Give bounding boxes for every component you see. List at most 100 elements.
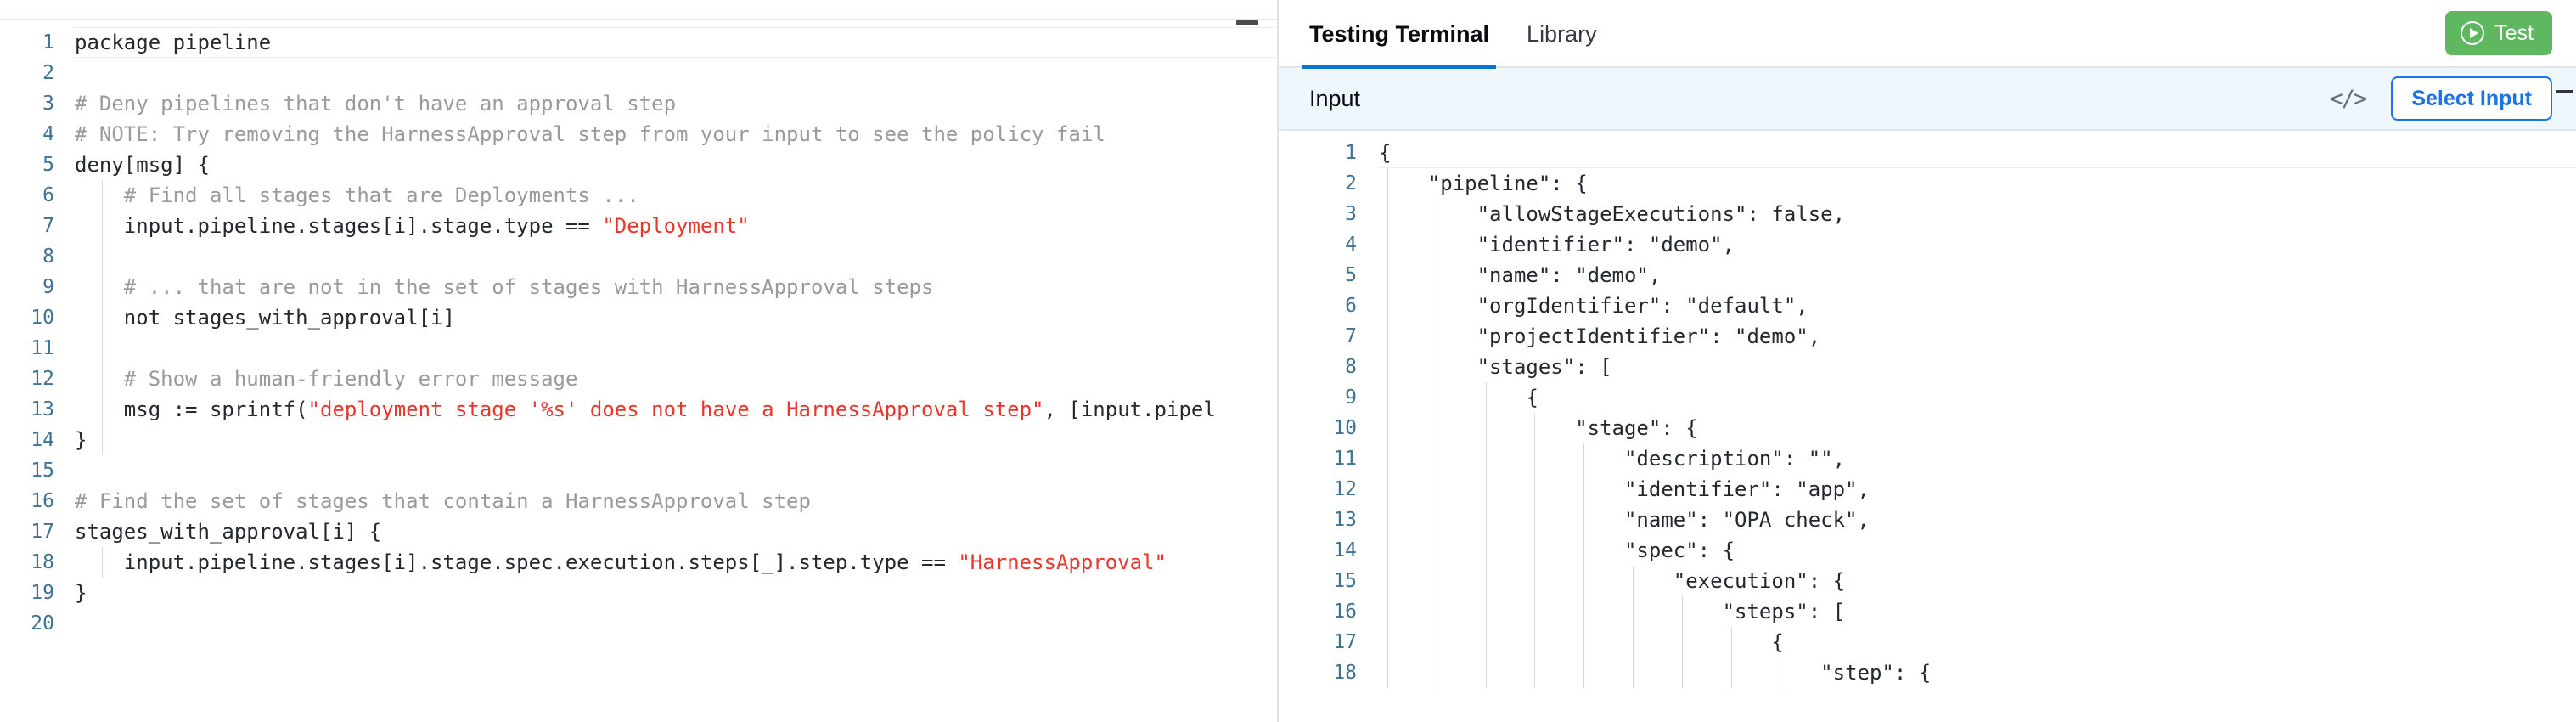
code-line[interactable]: 19}	[0, 578, 1277, 608]
json-line[interactable]: 11 "description": "",	[1279, 443, 2576, 474]
json-text: "spec": {	[1379, 535, 2576, 566]
line-number: 16	[0, 486, 73, 516]
line-number: 1	[0, 27, 73, 58]
indent-guide	[1682, 596, 1683, 688]
code-line[interactable]: 2	[0, 58, 1277, 88]
code-line[interactable]: 5deny[msg] {	[0, 149, 1277, 180]
code-line[interactable]: 18 input.pipeline.stages[i].stage.spec.e…	[0, 547, 1277, 578]
code-token: "Deployment"	[602, 214, 749, 238]
line-number: 19	[0, 578, 73, 608]
code-token: deny[msg] {	[75, 153, 210, 177]
code-text: }	[73, 425, 1277, 455]
code-view-icon[interactable]: </>	[2330, 86, 2366, 112]
code-token: , [input.pipel	[1044, 398, 1216, 421]
code-text: # Deny pipelines that don't have an appr…	[73, 88, 1277, 119]
line-number: 6	[1279, 290, 1379, 321]
code-line[interactable]: 16# Find the set of stages that contain …	[0, 486, 1277, 516]
indent-guide	[1486, 382, 1487, 688]
policy-editor-pane: 1package pipeline23# Deny pipelines that…	[0, 0, 1277, 722]
json-line[interactable]: 16 "steps": [	[1279, 596, 2576, 627]
code-line[interactable]: 14}	[0, 425, 1277, 455]
line-number: 2	[1279, 168, 1379, 199]
editor-top-strip	[0, 0, 1277, 19]
line-number: 6	[0, 180, 73, 211]
json-line[interactable]: 10 "stage": {	[1279, 413, 2576, 443]
code-text: deny[msg] {	[73, 149, 1277, 180]
code-line[interactable]: 9 # ... that are not in the set of stage…	[0, 272, 1277, 302]
line-number: 1	[1279, 138, 1379, 168]
line-number: 3	[0, 88, 73, 119]
line-number: 13	[1279, 505, 1379, 535]
terminal-tabs: Testing Terminal Library Test	[1279, 0, 2576, 68]
json-line[interactable]: 12 "identifier": "app",	[1279, 474, 2576, 505]
code-line[interactable]: 6 # Find all stages that are Deployments…	[0, 180, 1277, 211]
code-line[interactable]: 11	[0, 333, 1277, 364]
code-line[interactable]: 7 input.pipeline.stages[i].stage.type ==…	[0, 211, 1277, 241]
scroll-handle[interactable]	[2556, 90, 2573, 93]
code-token: # Show a human-friendly error message	[75, 367, 577, 391]
policy-code-area[interactable]: 1package pipeline23# Deny pipelines that…	[0, 20, 1277, 639]
code-text: # Find the set of stages that contain a …	[73, 486, 1277, 516]
json-text: {	[1379, 382, 2576, 413]
json-line[interactable]: 4 "identifier": "demo",	[1279, 229, 2576, 260]
code-line[interactable]: 10 not stages_with_approval[i]	[0, 302, 1277, 333]
json-text: "identifier": "app",	[1379, 474, 2576, 505]
code-token: msg := sprintf(	[75, 398, 308, 421]
select-input-button[interactable]: Select Input	[2391, 76, 2552, 121]
json-text: "description": "",	[1379, 443, 2576, 474]
line-number: 11	[0, 333, 73, 364]
json-text: "name": "OPA check",	[1379, 505, 2576, 535]
code-token: # Deny pipelines that don't have an appr…	[75, 92, 676, 116]
code-line[interactable]: 3# Deny pipelines that don't have an app…	[0, 88, 1277, 119]
code-text: # Show a human-friendly error message	[73, 364, 1277, 394]
indent-guide	[1731, 627, 1732, 688]
json-line[interactable]: 9 {	[1279, 382, 2576, 413]
json-line[interactable]: 18 "step": {	[1279, 657, 2576, 688]
code-line[interactable]: 17stages_with_approval[i] {	[0, 516, 1277, 547]
code-line[interactable]: 20	[0, 608, 1277, 639]
testing-terminal-pane: Testing Terminal Library Test Input </> …	[1279, 0, 2576, 722]
json-line[interactable]: 5 "name": "demo",	[1279, 260, 2576, 290]
json-line[interactable]: 13 "name": "OPA check",	[1279, 505, 2576, 535]
code-token: input.pipeline.stages[i].stage.spec.exec…	[75, 550, 958, 574]
json-text: "identifier": "demo",	[1379, 229, 2576, 260]
line-number: 3	[1279, 199, 1379, 229]
json-line[interactable]: 2 "pipeline": {	[1279, 168, 2576, 199]
indent-guide	[1534, 413, 1535, 688]
code-line[interactable]: 12 # Show a human-friendly error message	[0, 364, 1277, 394]
input-json-editor[interactable]: 1 {2 "pipeline": {3 "allowStageExecutions…	[1279, 131, 2576, 722]
test-button[interactable]: Test	[2445, 11, 2552, 55]
json-text: {	[1379, 627, 2576, 657]
json-line[interactable]: 3 "allowStageExecutions": false,	[1279, 199, 2576, 229]
line-number: 15	[0, 455, 73, 486]
tab-testing-terminal[interactable]: Testing Terminal	[1291, 0, 1508, 67]
input-toolbar: Input </> Select Input	[1279, 68, 2576, 131]
json-line[interactable]: 6 "orgIdentifier": "default",	[1279, 290, 2576, 321]
json-line[interactable]: 17 {	[1279, 627, 2576, 657]
line-number: 8	[0, 241, 73, 272]
code-text: # Find all stages that are Deployments .…	[73, 180, 1277, 211]
line-number: 9	[1279, 382, 1379, 413]
json-line[interactable]: 8 "stages": [	[1279, 352, 2576, 382]
code-line[interactable]: 4# NOTE: Try removing the HarnessApprova…	[0, 119, 1277, 149]
json-line[interactable]: 15 "execution": {	[1279, 566, 2576, 596]
code-text: not stages_with_approval[i]	[73, 302, 1277, 333]
code-token: "HarnessApproval"	[958, 550, 1167, 574]
code-line[interactable]: 15	[0, 455, 1277, 486]
tab-library[interactable]: Library	[1508, 0, 1616, 67]
indent-guide	[1387, 168, 1388, 688]
code-text: msg := sprintf("deployment stage '%s' do…	[73, 394, 1277, 425]
code-line[interactable]: 13 msg := sprintf("deployment stage '%s'…	[0, 394, 1277, 425]
play-circle-icon	[2461, 21, 2484, 45]
code-line[interactable]: 1package pipeline	[0, 27, 1277, 58]
line-number: 7	[0, 211, 73, 241]
code-token: # NOTE: Try removing the HarnessApproval…	[75, 122, 1105, 146]
code-token: not stages_with_approval[i]	[75, 306, 455, 330]
line-number: 13	[0, 394, 73, 425]
line-number: 14	[1279, 535, 1379, 566]
json-line[interactable]: 14 "spec": {	[1279, 535, 2576, 566]
line-number: 5	[0, 149, 73, 180]
code-line[interactable]: 8	[0, 241, 1277, 272]
json-line[interactable]: 7 "projectIdentifier": "demo",	[1279, 321, 2576, 352]
